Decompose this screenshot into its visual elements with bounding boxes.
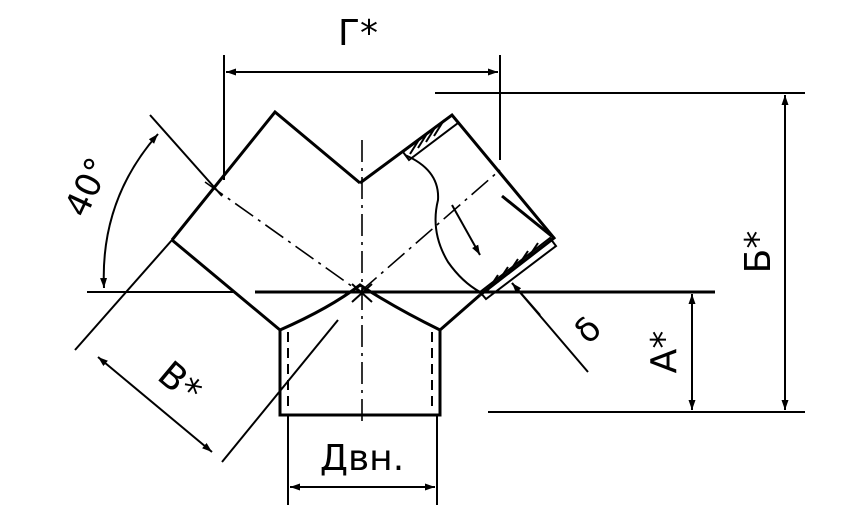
bottom-pipe-outline [278, 330, 442, 417]
right-flank [439, 293, 481, 332]
label-dim-a: А* [644, 331, 685, 374]
label-dim-v: В* [150, 354, 209, 413]
right-branch-outline [359, 112, 557, 297]
dimension-g [223, 55, 501, 180]
left-branch-outline [170, 109, 361, 241]
left-flank [171, 238, 281, 332]
break-line [404, 154, 481, 293]
label-dim-d-inner: Двн. [320, 438, 404, 479]
intersection-curve [279, 283, 441, 332]
angle-dimension [87, 114, 235, 293]
pipe-wall-hidden [287, 332, 433, 412]
label-angle: 40° [57, 152, 119, 224]
dimension-b [435, 92, 805, 413]
section-hatch [401, 113, 558, 301]
right-branch-axis [359, 169, 501, 293]
dimension-d-inner [287, 415, 438, 505]
label-dim-g: Г* [338, 13, 378, 54]
right-end-face [501, 194, 555, 240]
label-dim-b: Б* [738, 231, 779, 274]
centre-lines [204, 140, 501, 425]
label-thickness: δ [567, 309, 610, 352]
thickness-dimension [451, 204, 589, 373]
dimension-v [74, 239, 339, 463]
part-outline [170, 109, 715, 417]
left-branch-axis [204, 181, 361, 293]
centre-mark [351, 283, 373, 303]
